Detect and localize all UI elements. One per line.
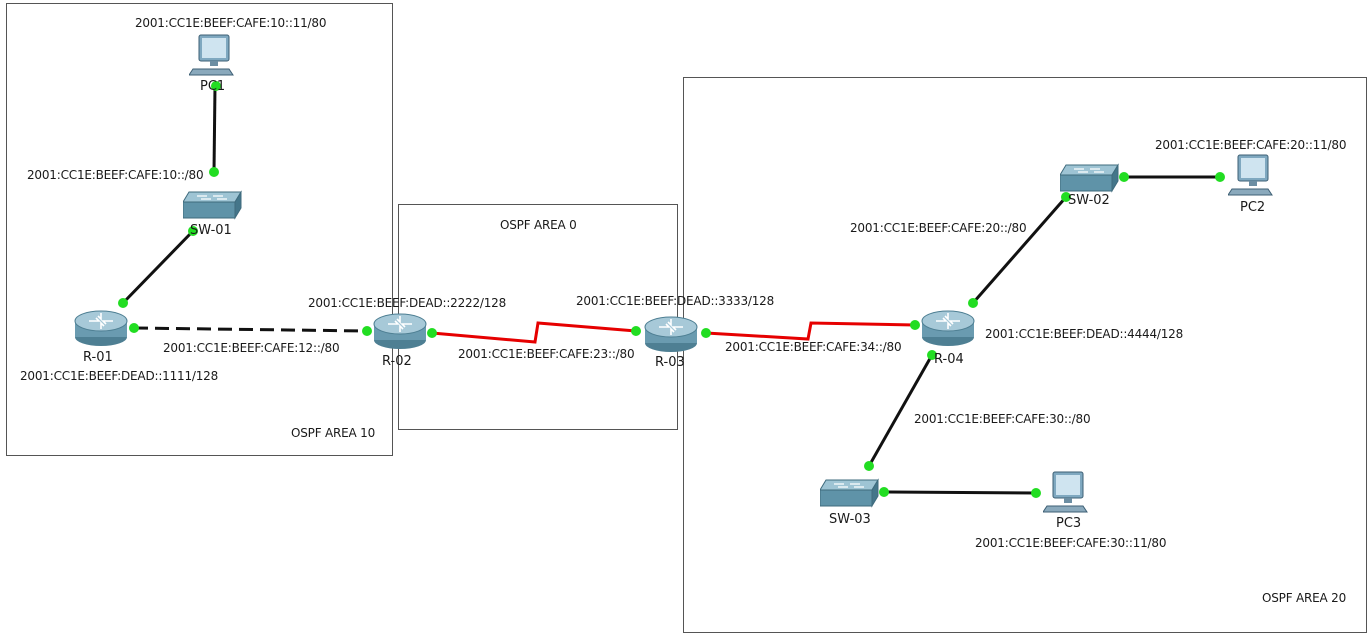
sw01-label: SW-01 (190, 223, 232, 238)
sw02-label: SW-02 (1068, 193, 1110, 208)
port-pc1 (211, 81, 221, 91)
switch-icon (182, 190, 242, 220)
pc-icon (1227, 154, 1273, 196)
net30-address: 2001:CC1E:BEEF:CAFE:30::/80 (914, 412, 1091, 426)
router-icon (921, 310, 975, 346)
r02-device[interactable] (372, 310, 428, 354)
pc3-address: 2001:CC1E:BEEF:CAFE:30::11/80 (975, 536, 1167, 550)
port-r03-left (631, 326, 641, 336)
port-sw02-right (1119, 172, 1129, 182)
port-pc3 (1031, 488, 1041, 498)
net10-address: 2001:CC1E:BEEF:CAFE:10::/80 (27, 168, 204, 182)
r01-label: R-01 (83, 350, 113, 365)
net12-address: 2001:CC1E:BEEF:CAFE:12::/80 (163, 341, 340, 355)
port-r04-up (968, 298, 978, 308)
r02-loopback-address: 2001:CC1E:BEEF:DEAD::2222/128 (308, 296, 507, 310)
r04-label: R-04 (934, 352, 964, 367)
r04-loopback-address: 2001:CC1E:BEEF:DEAD::4444/128 (985, 327, 1184, 341)
switch-icon (819, 478, 879, 508)
link-sw01-r01 (121, 229, 195, 305)
r01-device[interactable] (73, 307, 129, 351)
port-sw03-right (879, 487, 889, 497)
pc3-label: PC3 (1056, 516, 1082, 531)
pc1-address: 2001:CC1E:BEEF:CAFE:10::11/80 (135, 16, 327, 30)
port-r03-right (701, 328, 711, 338)
router-icon (74, 310, 128, 346)
r03-device[interactable] (643, 313, 699, 357)
switch-icon (1059, 163, 1119, 193)
net23-address: 2001:CC1E:BEEF:CAFE:23::/80 (458, 347, 635, 361)
pc2-address: 2001:CC1E:BEEF:CAFE:20::11/80 (1155, 138, 1347, 152)
r03-label: R-03 (655, 355, 685, 370)
serial-link-r02-r03 (431, 321, 637, 344)
link-r01-r02 (133, 326, 368, 333)
r04-device[interactable] (920, 307, 976, 351)
pc2-label: PC2 (1240, 200, 1266, 215)
port-sw01-up (209, 167, 219, 177)
pc3-device[interactable] (1042, 470, 1091, 522)
ospf-area-0-label: OSPF AREA 0 (500, 218, 577, 232)
port-r01-right (129, 323, 139, 333)
sw01-device[interactable] (182, 190, 243, 226)
ospf-area-20-label: OSPF AREA 20 (1262, 591, 1347, 605)
port-r04-down (927, 350, 937, 360)
serial-link-r03-r04 (705, 321, 916, 341)
link-pc1-sw01 (212, 85, 217, 173)
pc-icon (1042, 471, 1088, 513)
pc-icon (188, 34, 234, 76)
pc1-label: PC1 (200, 79, 226, 94)
ospf-area-10-box (6, 3, 393, 456)
pc1-device[interactable] (188, 33, 237, 85)
port-r02-left (362, 326, 372, 336)
pc2-device[interactable] (1227, 153, 1276, 205)
port-r04-left (910, 320, 920, 330)
sw03-device[interactable] (819, 478, 880, 514)
sw03-label: SW-03 (829, 512, 871, 527)
net20-address: 2001:CC1E:BEEF:CAFE:20::/80 (850, 221, 1027, 235)
router-icon (644, 316, 698, 352)
sw02-device[interactable] (1059, 163, 1120, 199)
r03-loopback-address: 2001:CC1E:BEEF:DEAD::3333/128 (576, 294, 775, 308)
port-r01-up (118, 298, 128, 308)
port-sw02-down (1061, 192, 1071, 202)
link-sw03-pc3 (883, 490, 1037, 495)
ospf-area-10-label: OSPF AREA 10 (291, 426, 376, 440)
port-sw01-down (188, 226, 198, 236)
r01-loopback-address: 2001:CC1E:BEEF:DEAD::1111/128 (20, 369, 219, 383)
link-r04-sw03 (867, 354, 934, 467)
link-r04-sw02 (971, 196, 1068, 304)
port-r02-right (427, 328, 437, 338)
net34-address: 2001:CC1E:BEEF:CAFE:34::/80 (725, 340, 902, 354)
port-sw03-up (864, 461, 874, 471)
router-icon (373, 313, 427, 349)
r02-label: R-02 (382, 354, 412, 369)
port-pc2 (1215, 172, 1225, 182)
